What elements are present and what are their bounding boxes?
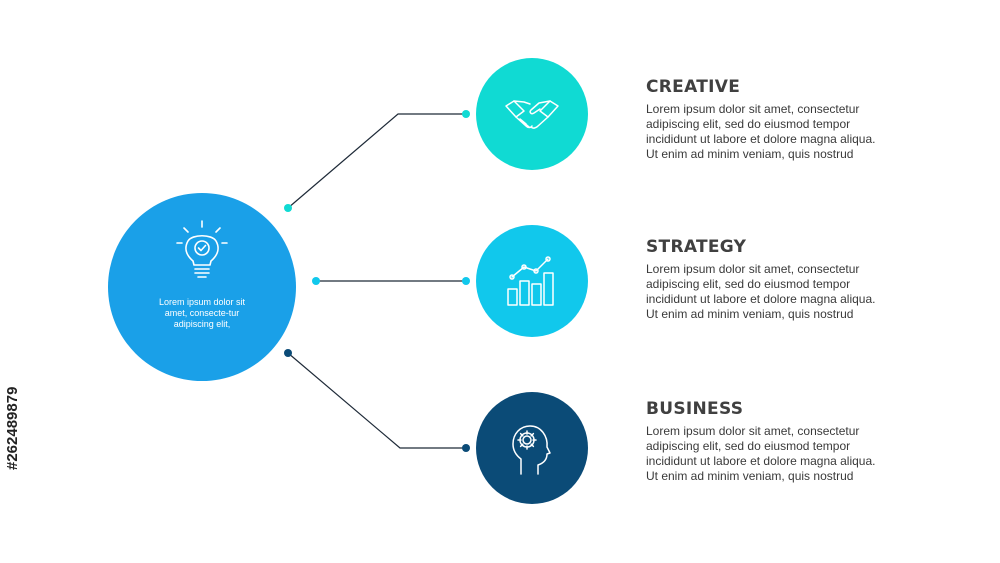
connector-dot-business (462, 444, 470, 452)
creative-title: CREATIVE (646, 77, 741, 97)
business-title: BUSINESS (646, 399, 744, 419)
connector-dot-hub-creative (284, 204, 292, 212)
stock-id-label: #262489879 (4, 386, 21, 470)
lightbulb-check-icon (176, 220, 228, 278)
business-circle (476, 392, 588, 504)
strategy-block: STRATEGY Lorem ipsum dolor sit amet, con… (646, 237, 906, 322)
business-block: BUSINESS Lorem ipsum dolor sit amet, con… (646, 399, 906, 484)
connector-dot-hub-business (284, 349, 292, 357)
head-gear-icon (512, 425, 551, 475)
creative-block: CREATIVE Lorem ipsum dolor sit amet, con… (646, 77, 906, 162)
strategy-description: Lorem ipsum dolor sit amet, consectetur … (646, 262, 876, 321)
connector-dot-strategy (462, 277, 470, 285)
strategy-circle (476, 225, 588, 337)
connector-dot-creative (462, 110, 470, 118)
hub-circle: Lorem ipsum dolor sit amet, consecte-tur… (108, 193, 296, 381)
hub-text: Lorem ipsum dolor sit amet, consecte-tur… (158, 297, 246, 329)
connector-business (287, 352, 466, 449)
connector-creative (287, 113, 466, 209)
strategy-title: STRATEGY (646, 237, 747, 257)
creative-description: Lorem ipsum dolor sit amet, consectetur … (646, 102, 876, 161)
business-description: Lorem ipsum dolor sit amet, consectetur … (646, 424, 876, 483)
handshake-icon (505, 100, 559, 129)
creative-circle (476, 58, 588, 170)
bar-chart-growth-icon (507, 256, 554, 306)
connector-dot-hub-strategy (312, 277, 320, 285)
